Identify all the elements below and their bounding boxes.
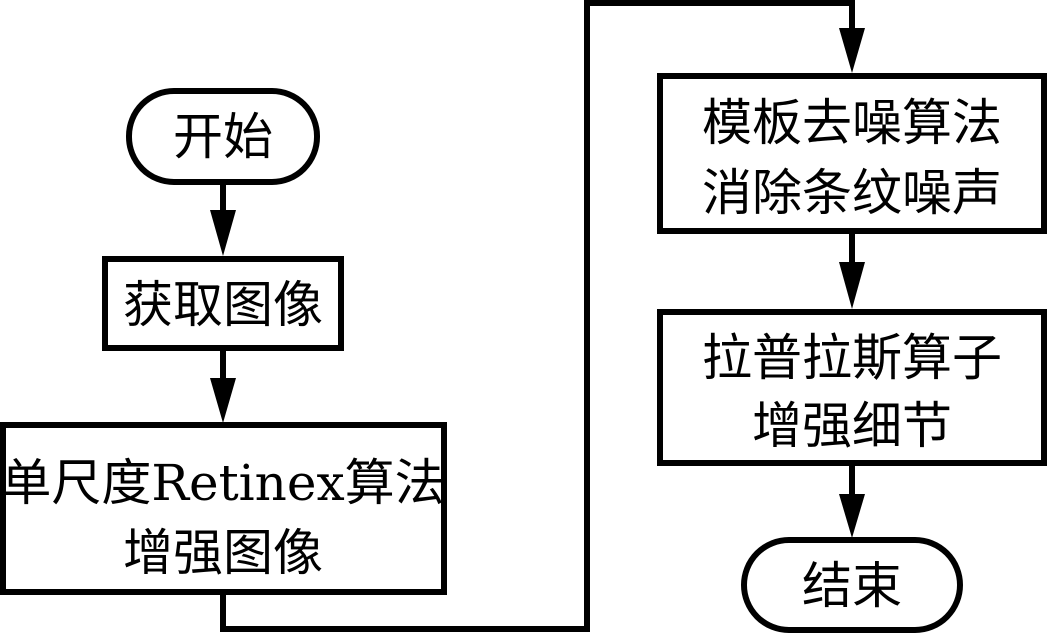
start-label: 开始 bbox=[173, 108, 273, 166]
denoise-label-line2: 消除条纹噪声 bbox=[702, 164, 1002, 222]
denoise-label-line1: 模板去噪算法 bbox=[702, 94, 1002, 152]
arrowhead-retinex-denoise bbox=[839, 28, 865, 73]
laplacian-label-line2: 增强细节 bbox=[752, 397, 952, 455]
acquire-image-box bbox=[102, 256, 344, 351]
end-label: 结束 bbox=[802, 557, 902, 615]
retinex-label-line2: 增强图像 bbox=[123, 524, 323, 582]
arrowhead-acquire-retinex bbox=[210, 378, 236, 423]
end-terminal bbox=[741, 537, 963, 633]
acquire-image-label: 获取图像 bbox=[123, 276, 323, 334]
arrowhead-start-acquire bbox=[210, 210, 236, 256]
connector-retinex-denoise bbox=[220, 0, 855, 632]
laplacian-label-line1: 拉普拉斯算子 bbox=[702, 329, 1002, 387]
arrowhead-laplacian-end bbox=[839, 494, 865, 538]
retinex-label-line1: 单尺度Retinex算法 bbox=[1, 454, 444, 512]
arrowhead-denoise-laplacian bbox=[839, 262, 865, 309]
denoise-box bbox=[657, 73, 1047, 234]
